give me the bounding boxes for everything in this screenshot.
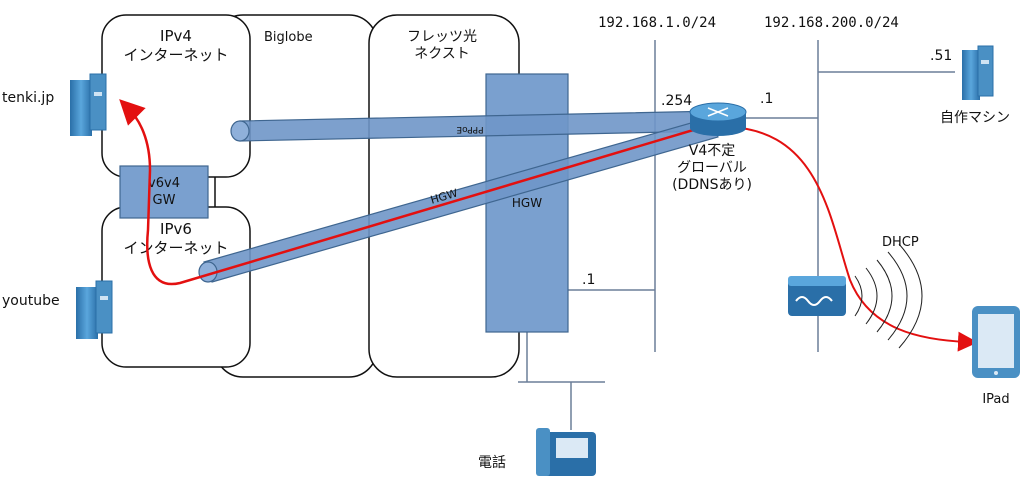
flets-label-2: ネクスト [414,46,470,62]
tenki-label: tenki.jp [2,90,54,106]
wifi-waves-icon [854,243,923,349]
router-hgw-address: .254 [661,93,692,109]
lan1-network-label: 192.168.1.0/24 [598,15,716,31]
flets-label-1: フレッツ光 [407,29,477,45]
router-label-1: V4不定 [689,143,735,159]
wireless-ap-icon [788,276,846,316]
lan2-network-label: 192.168.200.0/24 [764,15,899,31]
hgw-label: HGW [512,196,542,210]
ipad-label: IPad [982,392,1009,407]
dhcp-label: DHCP [882,235,919,250]
biglobe-label: Biglobe [264,30,313,45]
youtube-server-icon [76,280,113,339]
ipv6-label-2: インターネット [123,239,228,257]
my-machine-label: 自作マシン [940,110,1010,126]
ipv4-label-1: IPv4 [160,27,192,45]
hgw-lan-address: .1 [582,272,595,288]
traffic-path [119,99,701,286]
router-label-3: (DDNSあり) [672,177,752,193]
gateway-label-2: GW [153,193,176,208]
my-machine-server-icon [962,45,994,100]
ipad-icon [972,306,1020,378]
phone-icon [536,428,596,476]
wifi-traffic-path [727,126,978,352]
router-lan-address: .1 [760,91,773,107]
ipv4-label-2: インターネット [123,46,228,64]
youtube-label: youtube [2,293,60,309]
router [689,102,747,136]
ipv6-label-1: IPv6 [160,220,192,238]
phone-label: 電話 [478,454,506,471]
pppoe-tunnel-label: PPPoE [456,124,483,134]
gateway-label-1: v6v4 [148,176,180,191]
tenki-server-icon [70,73,107,136]
server-address: .51 [930,48,952,64]
router-label-2: グローバル [677,160,747,176]
v6v4-gateway [119,165,209,219]
